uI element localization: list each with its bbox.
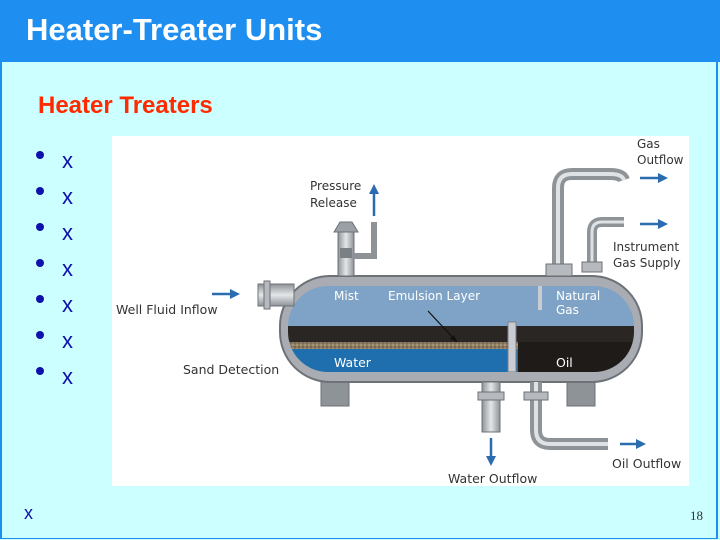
- emulsion-layer-label: Emulsion Layer: [388, 289, 480, 303]
- oil-outflow-pipe-highlight: [534, 382, 608, 446]
- inlet-flange: [263, 280, 271, 310]
- mist-zone: [288, 286, 634, 326]
- water-label: Water: [334, 355, 372, 370]
- bullet-text: x: [62, 256, 73, 281]
- bullet-item: x: [36, 359, 73, 395]
- pressure-release-arrow-head: [369, 184, 379, 194]
- bullet-item: x: [36, 323, 73, 359]
- emulsion-band: [288, 326, 634, 342]
- bullet-item: x: [36, 143, 73, 179]
- heater-treater-diagram: Gas Outflow Pressure Release Instrument …: [112, 136, 689, 486]
- bullet-text: x: [62, 148, 73, 173]
- water-zone: [288, 349, 518, 372]
- title-bar: Heater-Treater Units: [0, 0, 720, 62]
- bullet-item: x: [36, 215, 73, 251]
- pressure-release-label-line2: Release: [310, 196, 357, 210]
- natural-gas-label-line1: Natural: [556, 289, 600, 303]
- gas-outflow-arrow-head: [658, 173, 668, 183]
- inflow-arrow-head: [230, 289, 240, 299]
- bullet-list: x x x x x x x: [36, 143, 73, 395]
- water-outflow-pipe: [481, 381, 501, 433]
- well-fluid-inflow-label: Well Fluid Inflow: [116, 302, 218, 317]
- sand-detection-label: Sand Detection: [183, 362, 279, 377]
- page-number: 18: [690, 508, 703, 523]
- bullet-dot-icon: [36, 223, 44, 231]
- bullet-dot-icon: [36, 295, 44, 303]
- slide-subtitle: Heater Treaters: [38, 92, 213, 119]
- bullet-dot-icon: [36, 367, 44, 375]
- bullet-text: x: [62, 220, 73, 245]
- relief-nut: [340, 248, 352, 258]
- relief-valve-body: [333, 221, 359, 233]
- oil-outflow-label: Oil Outflow: [612, 456, 681, 471]
- water-outflow-flange: [477, 391, 505, 401]
- slide-frame: [0, 62, 718, 539]
- bullet-item: x: [36, 179, 73, 215]
- bullet-text: x: [62, 292, 73, 317]
- bullet-dot-icon: [36, 259, 44, 267]
- instrument-gas-arrow-head: [658, 219, 668, 229]
- slide-title: Heater-Treater Units: [26, 12, 323, 47]
- vessel-interior: [288, 286, 634, 372]
- water-outflow-label: Water Outflow: [448, 471, 537, 486]
- pressure-release-label-line1: Pressure: [310, 179, 361, 193]
- bullet-text: x: [62, 184, 73, 209]
- bullet-dot-icon: [36, 331, 44, 339]
- gas-outflow-label-line2: Outflow: [637, 153, 684, 167]
- sand-layer: [288, 342, 518, 349]
- gas-outflow-flange: [545, 263, 573, 277]
- mist-label: Mist: [334, 289, 359, 303]
- bullet-dot-icon: [36, 151, 44, 159]
- footer-mark: x: [24, 503, 33, 523]
- bullet-dot-icon: [36, 187, 44, 195]
- oil-label: Oil: [556, 355, 573, 370]
- relief-pipe: [352, 222, 377, 259]
- gas-outflow-label-line1: Gas: [637, 137, 660, 151]
- bullet-text: x: [62, 328, 73, 353]
- gas-baffle: [538, 286, 542, 310]
- bullet-text: x: [62, 364, 73, 389]
- diagram-svg: Gas Outflow Pressure Release Instrument …: [116, 137, 684, 486]
- emulsion-pointer-head: [450, 335, 457, 342]
- oil-outflow-arrow-head: [636, 439, 646, 449]
- gas-outflow-pipe-highlight: [556, 172, 626, 268]
- instrument-gas-label-line1: Instrument: [613, 240, 679, 254]
- emulsion-pointer: [427, 310, 458, 343]
- water-outflow-arrow-head: [486, 456, 496, 466]
- instrument-gas-flange: [581, 261, 603, 273]
- bullet-item: x: [36, 287, 73, 323]
- instrument-gas-pipe-highlight: [590, 220, 624, 266]
- oil-outflow-flange: [523, 391, 549, 401]
- natural-gas-label-line2: Gas: [556, 303, 579, 317]
- weir-plate: [507, 321, 517, 372]
- instrument-gas-label-line2: Gas Supply: [613, 256, 681, 270]
- inlet-pipe: [257, 283, 295, 307]
- bullet-item: x: [36, 251, 73, 287]
